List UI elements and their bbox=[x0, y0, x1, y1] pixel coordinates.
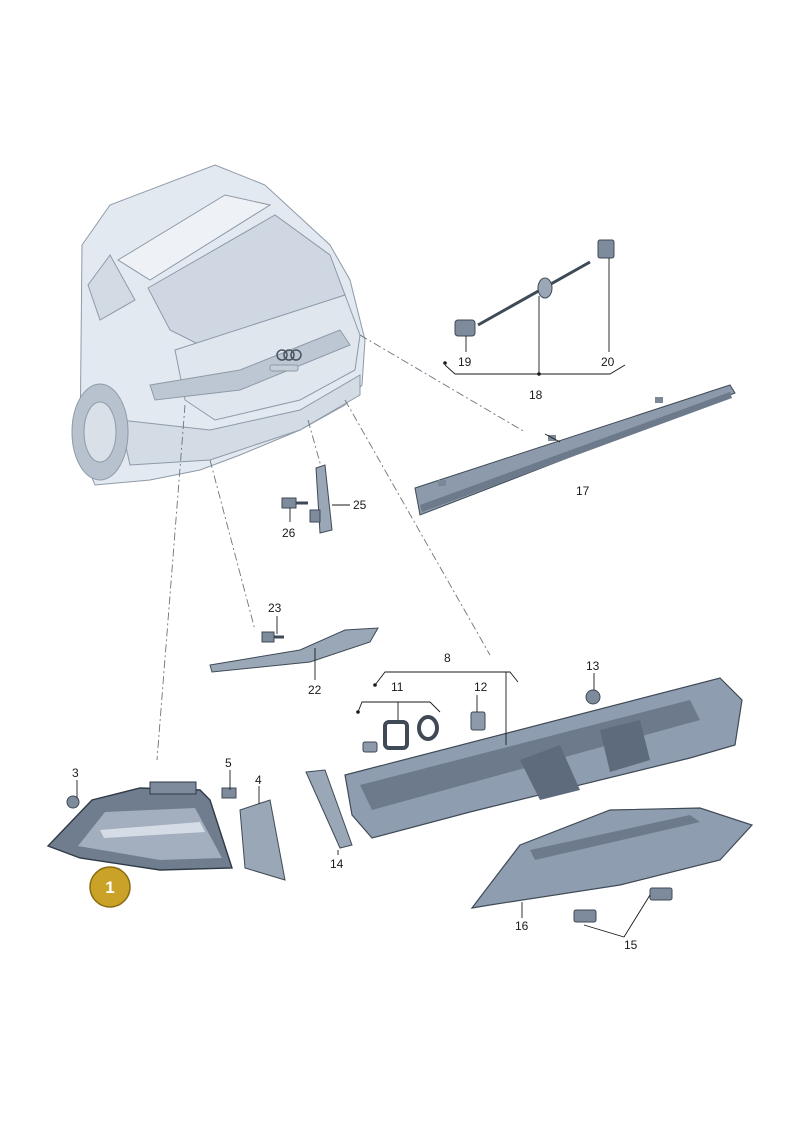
callout-16: 16 bbox=[515, 919, 529, 933]
callout-3: 3 bbox=[72, 766, 79, 780]
callout-22: 22 bbox=[308, 683, 322, 697]
callout-12: 12 bbox=[474, 680, 488, 694]
callout-arrows bbox=[356, 361, 541, 714]
callout-26: 26 bbox=[282, 526, 296, 540]
callout-17: 17 bbox=[576, 484, 590, 498]
part-15-clips bbox=[573, 887, 673, 923]
callout-13: 13 bbox=[586, 659, 600, 673]
part-19-connector bbox=[454, 319, 476, 337]
part-1-tail-light bbox=[46, 781, 233, 871]
callout-20: 20 bbox=[601, 355, 615, 369]
callout-15: 15 bbox=[624, 938, 638, 952]
callout-8: 8 bbox=[444, 651, 451, 665]
callout-14: 14 bbox=[330, 857, 344, 871]
part-8-carrier bbox=[344, 677, 743, 839]
callout-labels: 3 4 5 8 11 12 13 14 15 16 17 18 19 20 22… bbox=[72, 355, 638, 952]
part-4-seal bbox=[239, 799, 286, 881]
part-20-connector bbox=[597, 239, 615, 259]
part-25-bracket bbox=[309, 464, 333, 534]
callout-18: 18 bbox=[529, 388, 543, 402]
callout-5: 5 bbox=[225, 756, 232, 770]
leader-lines bbox=[156, 334, 526, 761]
part-23-screw bbox=[261, 631, 284, 643]
callout-1: 1 bbox=[105, 878, 114, 897]
part-22-trim-strip bbox=[209, 627, 379, 673]
part-17-light-bar bbox=[414, 384, 736, 516]
part-14-side-trim bbox=[305, 769, 353, 849]
callout-11: 11 bbox=[391, 680, 404, 694]
part-3-nut bbox=[66, 795, 80, 809]
part-11-set bbox=[362, 715, 439, 753]
callout-23: 23 bbox=[268, 601, 282, 615]
part-5-screw bbox=[221, 787, 237, 799]
callout-19: 19 bbox=[458, 355, 472, 369]
vehicle-rear-view bbox=[71, 164, 366, 486]
part-26-screw bbox=[281, 497, 308, 509]
part-18-wiring-harness bbox=[454, 239, 615, 337]
part-13-nut bbox=[585, 689, 601, 705]
callout-4: 4 bbox=[255, 773, 262, 787]
callout-25: 25 bbox=[353, 498, 367, 512]
part-12-clip bbox=[470, 711, 486, 731]
callout-lines bbox=[76, 258, 651, 938]
part-16-lower-panel bbox=[470, 807, 754, 909]
callout-1-badge: 1 bbox=[89, 866, 131, 908]
